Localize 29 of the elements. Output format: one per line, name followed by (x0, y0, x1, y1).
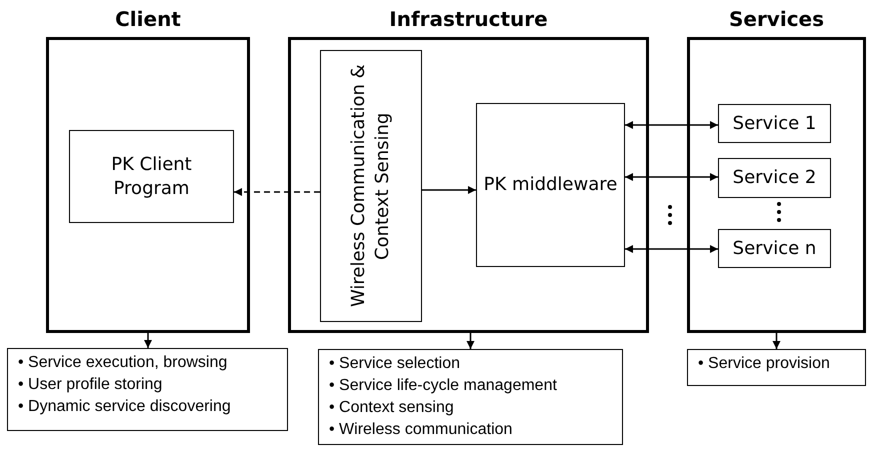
bullet-item: • Service provision (698, 354, 831, 374)
bullet-item: • Wireless communication (329, 420, 514, 440)
group-heading: Services (728, 6, 826, 33)
bullet-item: • User profile storing (18, 375, 164, 395)
bullet-item: • Service selection (329, 354, 461, 374)
process-box: PK middleware (476, 103, 625, 267)
bullet-item: • Context sensing (329, 398, 455, 418)
double-arrow (625, 173, 718, 181)
process-box: Service 2 (718, 158, 831, 198)
vertical-label: Wireless Communication & Context Sensing (347, 64, 394, 310)
bullet-list-box (687, 349, 866, 386)
bullet-item: • Dynamic service discovering (18, 397, 232, 417)
dashed-arrow (234, 188, 320, 196)
process-box: Service n (718, 229, 831, 268)
bullet-item: • Service execution, browsing (18, 353, 228, 373)
arrow (466, 333, 474, 349)
bullet-item: • Service life-cycle management (329, 376, 558, 396)
process-box: Service 1 (718, 104, 831, 143)
arrow (422, 186, 476, 194)
group-heading: Infrastructure (388, 6, 549, 33)
group-heading: Client (114, 6, 182, 33)
double-arrow (625, 121, 718, 129)
bullet-list-box (318, 349, 623, 445)
bullet-list-box (7, 348, 288, 431)
process-box (320, 50, 422, 322)
process-box: PK Client Program (69, 130, 234, 223)
double-arrow (625, 245, 718, 253)
arrow (144, 333, 152, 348)
arrow (772, 333, 780, 349)
